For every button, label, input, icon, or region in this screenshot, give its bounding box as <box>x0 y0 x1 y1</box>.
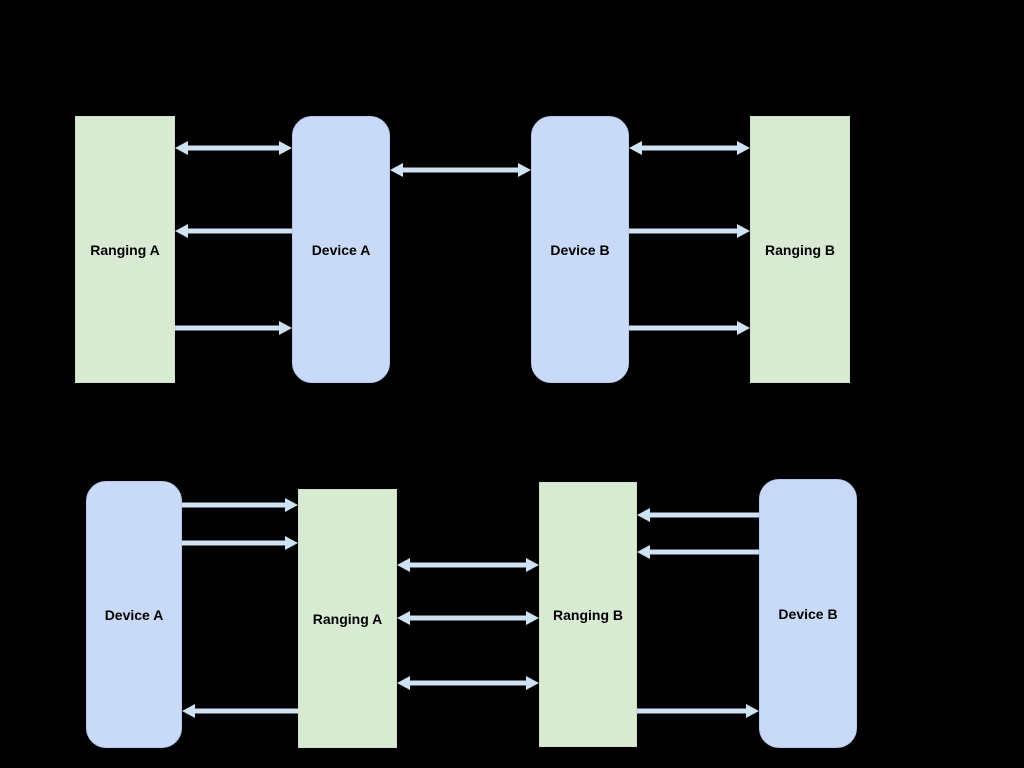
arrowhead-left-icon <box>397 611 410 625</box>
box-top-device-b: Device B <box>531 116 629 383</box>
arrowhead-right-icon <box>279 321 292 335</box>
box-label: Device A <box>104 606 164 623</box>
arrow-line <box>407 615 529 621</box>
arrow-right <box>182 536 298 550</box>
arrow-line <box>647 549 759 555</box>
box-label: Device B <box>778 605 838 622</box>
arrowhead-left-icon <box>175 141 188 155</box>
arrow-line <box>629 325 740 331</box>
arrow-line <box>637 708 749 714</box>
arrow-right <box>182 498 298 512</box>
arrow-line <box>192 708 298 714</box>
arrowhead-right-icon <box>737 141 750 155</box>
arrowhead-right-icon <box>526 611 539 625</box>
arrowhead-right-icon <box>737 321 750 335</box>
arrow-line <box>175 325 282 331</box>
arrowhead-right-icon <box>285 536 298 550</box>
box-bottom-ranging-a: Ranging A <box>298 489 397 748</box>
arrowhead-right-icon <box>746 704 759 718</box>
arrowhead-left-icon <box>629 141 642 155</box>
arrowhead-left-icon <box>397 676 410 690</box>
box-top-device-a: Device A <box>292 116 390 383</box>
arrowhead-right-icon <box>279 141 292 155</box>
arrow-right <box>629 224 750 238</box>
arrowhead-left-icon <box>175 224 188 238</box>
arrow-both <box>629 141 750 155</box>
arrow-both <box>397 611 539 625</box>
arrow-right <box>637 704 759 718</box>
arrow-line <box>407 680 529 686</box>
box-bottom-device-a: Device A <box>86 481 182 748</box>
arrow-left <box>637 545 759 559</box>
arrow-left <box>175 224 292 238</box>
box-label: Ranging B <box>553 606 623 623</box>
arrow-line <box>400 167 521 173</box>
arrowhead-left-icon <box>182 704 195 718</box>
arrowhead-right-icon <box>526 676 539 690</box>
box-bottom-ranging-b: Ranging B <box>539 482 637 747</box>
arrow-right <box>175 321 292 335</box>
box-label: Device A <box>311 241 371 258</box>
arrow-both <box>397 676 539 690</box>
arrow-line <box>182 540 288 546</box>
arrowhead-right-icon <box>285 498 298 512</box>
arrowhead-right-icon <box>518 163 531 177</box>
arrowhead-left-icon <box>397 558 410 572</box>
arrowhead-right-icon <box>737 224 750 238</box>
arrowhead-left-icon <box>390 163 403 177</box>
arrowhead-right-icon <box>526 558 539 572</box>
arrowhead-left-icon <box>637 545 650 559</box>
box-label: Ranging A <box>90 241 160 258</box>
arrow-line <box>639 145 740 151</box>
box-label: Ranging B <box>765 241 835 258</box>
arrow-line <box>185 228 292 234</box>
arrow-left <box>182 704 298 718</box>
arrow-line <box>407 562 529 568</box>
box-bottom-device-b: Device B <box>759 479 857 748</box>
arrow-both <box>397 558 539 572</box>
box-label: Ranging A <box>312 610 383 627</box>
arrow-left <box>637 508 759 522</box>
box-top-ranging-b: Ranging B <box>750 116 850 383</box>
arrow-both <box>390 163 531 177</box>
arrow-line <box>182 502 288 508</box>
box-top-ranging-a: Ranging A <box>75 116 175 383</box>
arrow-line <box>185 145 282 151</box>
arrowhead-left-icon <box>637 508 650 522</box>
arrow-line <box>647 512 759 518</box>
arrow-line <box>629 228 740 234</box>
arrow-right <box>629 321 750 335</box>
box-label: Device B <box>550 241 610 258</box>
arrow-both <box>175 141 292 155</box>
